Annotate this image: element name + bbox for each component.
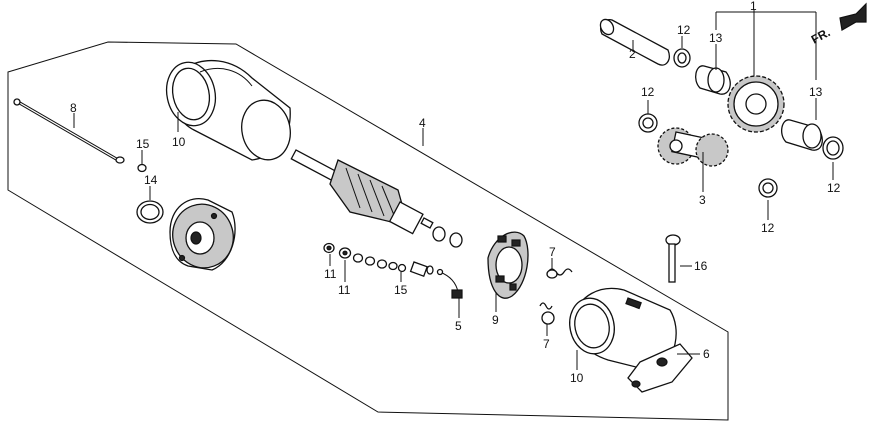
part-7-brush-spring-lower[interactable] (539, 302, 555, 325)
callout-10-upper: 10 (172, 135, 186, 149)
callout-13-lower: 13 (809, 85, 823, 99)
callout-12-right: 12 (827, 181, 841, 195)
callout-12-top: 12 (677, 23, 691, 37)
callout-8: 8 (70, 101, 77, 115)
washer-set[interactable] (352, 253, 398, 271)
callout-13-upper: 13 (709, 31, 723, 45)
callout-10-lower: 10 (570, 371, 584, 385)
callout-12-left: 12 (641, 85, 655, 99)
callout-labels: 8 10 15 14 4 11 11 15 5 9 7 7 10 6 16 2 … (70, 0, 841, 385)
callout-7-lower: 7 (543, 337, 550, 351)
callout-6: 6 (703, 347, 710, 361)
part-4-armature[interactable] (290, 149, 434, 235)
part-14-seal-ring[interactable] (136, 200, 164, 224)
part-15-o-ring-upper[interactable] (137, 163, 147, 173)
part-7-brush-spring-upper[interactable] (546, 268, 573, 279)
washer-armature-2[interactable] (449, 232, 463, 248)
part-16-mounting-bolt[interactable] (665, 234, 681, 283)
callout-5: 5 (455, 319, 462, 333)
leader-lines (73, 10, 834, 370)
callout-14: 14 (144, 173, 158, 187)
callout-1: 1 (750, 0, 757, 13)
terminal-bolt-insulator[interactable] (409, 261, 434, 278)
part-12-washer-right[interactable] (822, 136, 844, 160)
part-13-needle-bearing-lower[interactable] (780, 119, 823, 151)
washer-armature-1[interactable] (432, 226, 446, 242)
callout-2: 2 (629, 47, 636, 61)
callout-7-upper: 7 (549, 245, 556, 259)
part-8-through-bolt[interactable] (13, 98, 125, 164)
part-11-nut-b[interactable] (338, 247, 352, 259)
part-10-motor-case-lower[interactable] (565, 287, 677, 373)
part-5-brush-lead[interactable] (436, 268, 463, 299)
callout-12-bottom: 12 (761, 221, 775, 235)
callout-15-lower: 15 (394, 283, 408, 297)
callout-4: 4 (419, 116, 426, 130)
part-10-motor-case-upper[interactable] (161, 58, 296, 165)
callout-3: 3 (699, 193, 706, 207)
part-15-o-ring-lower[interactable] (397, 263, 407, 273)
part-13-needle-bearing-upper[interactable] (694, 65, 731, 95)
callout-9: 9 (492, 313, 499, 327)
part-12-washer-bottom[interactable] (758, 178, 778, 198)
part-3-idle-gear[interactable] (657, 127, 729, 167)
part-1-reduction-gear[interactable] (727, 75, 785, 133)
part-11-nut-a[interactable] (323, 242, 335, 254)
part-9-brush-holder[interactable] (487, 231, 529, 299)
callout-11-a: 11 (324, 267, 337, 281)
front-direction-label: FR. (809, 25, 833, 46)
callout-16: 16 (694, 259, 708, 273)
callout-11-b: 11 (338, 283, 351, 297)
part-6-front-bracket[interactable] (625, 297, 693, 393)
part-12-washer-left[interactable] (638, 113, 658, 133)
callout-15-upper: 15 (136, 137, 150, 151)
rear-end-cover[interactable] (164, 196, 242, 277)
front-direction-arrow: FR. (809, 2, 867, 47)
part-2-shaft[interactable] (598, 17, 670, 66)
part-12-washer-top[interactable] (673, 48, 691, 68)
